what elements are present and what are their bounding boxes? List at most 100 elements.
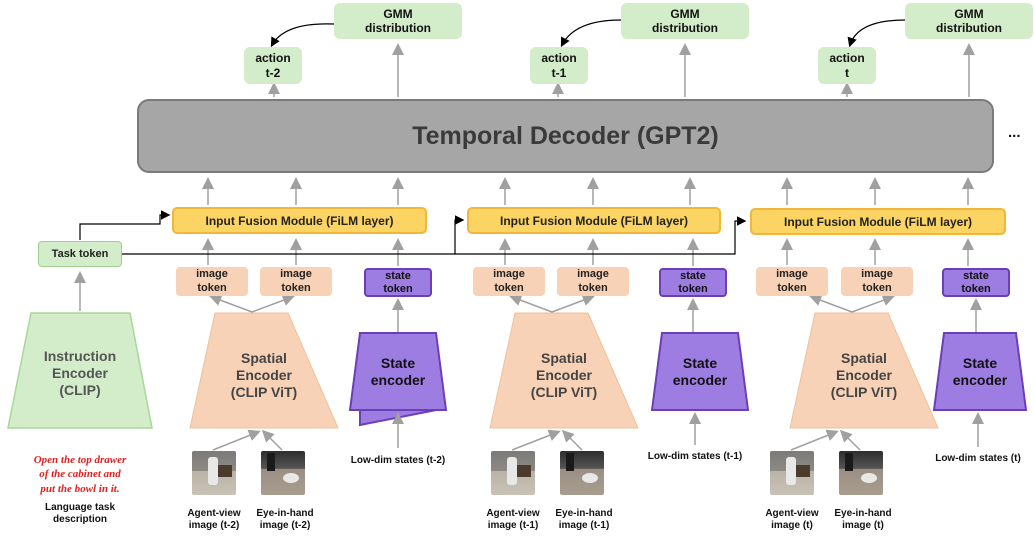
eye-in-hand-label-t-1: Eye-in-hand image (t-1) xyxy=(547,508,621,531)
image-token-3b: image token xyxy=(841,267,913,296)
gmm-distribution-box-1: GMM distribution xyxy=(334,3,462,39)
image-token-line1: image xyxy=(577,268,609,281)
gmm-line2: distribution xyxy=(365,21,431,35)
eye-in-hand-line2: image (t-2) xyxy=(259,519,311,531)
agent-view-label-t-1: Agent-view image (t-1) xyxy=(479,508,547,531)
image-token-2a: image token xyxy=(473,267,545,296)
instruction-text-line2: of the cabinet and xyxy=(39,468,121,481)
action-line1: action xyxy=(541,51,577,66)
instruction-text: Open the top drawer of the cabinet and p… xyxy=(20,453,140,496)
spatial-encoder-line3: (CLIP ViT) xyxy=(830,383,898,400)
lowdim-label-t-2: Low-dim states (t-2) xyxy=(350,455,446,466)
action-line2: t-2 xyxy=(265,65,281,80)
action-box-t: action t xyxy=(818,47,876,84)
image-token-line1: image xyxy=(493,268,525,281)
spatial-encoder-line2: Encoder xyxy=(235,366,292,383)
agent-view-line1: Agent-view xyxy=(187,508,241,519)
action-line2: t-1 xyxy=(551,65,567,80)
action-box-t-1: action t-1 xyxy=(530,47,588,84)
lowdim-label-t: Low-dim states (t) xyxy=(935,453,1021,464)
eye-in-hand-label-t-2: Eye-in-hand image (t-2) xyxy=(248,508,322,531)
state-encoder-shape-3 xyxy=(932,332,1028,411)
spatial-encoder-line3: (CLIP ViT) xyxy=(530,383,598,400)
spatial-encoder-line1: Spatial xyxy=(241,350,287,366)
lowdim-label-t-1: Low-dim states (t-1) xyxy=(647,451,743,462)
eye-in-hand-image-t-2 xyxy=(261,451,305,495)
state-token-line2: token xyxy=(678,282,708,295)
gmm-line2: distribution xyxy=(652,21,718,35)
gmm-line1: GMM xyxy=(954,6,984,21)
state-encoder-line2: encoder xyxy=(370,371,426,388)
image-token-line1: image xyxy=(861,268,893,281)
action-line1: action xyxy=(829,51,865,66)
input-fusion-module-3: Input Fusion Module (FiLM layer) xyxy=(750,208,1006,235)
state-token-3: state token xyxy=(942,268,1010,297)
image-token-line2: token xyxy=(777,281,807,294)
image-token-line2: token xyxy=(281,281,311,294)
instruction-encoder-label: Instruction Encoder (CLIP) xyxy=(8,348,152,398)
eye-in-hand-line1: Eye-in-hand xyxy=(555,508,613,519)
gmm-line1: GMM xyxy=(383,6,413,21)
state-encoder-line2: encoder xyxy=(952,371,1008,388)
agent-view-line2: image (t-2) xyxy=(188,519,240,531)
state-token-2: state token xyxy=(659,268,727,297)
state-token-line2: token xyxy=(383,282,413,295)
input-fusion-module-1: Input Fusion Module (FiLM layer) xyxy=(172,207,427,234)
state-encoder-shape-2 xyxy=(650,332,750,411)
language-task-label: Language task description xyxy=(30,502,130,525)
image-token-3a: image token xyxy=(756,267,828,296)
agent-view-image-t-2 xyxy=(192,451,236,495)
fusion-label: Input Fusion Module (FiLM layer) xyxy=(500,213,688,228)
state-encoder-line2: encoder xyxy=(672,371,728,388)
state-token-1: state token xyxy=(364,268,432,297)
image-token-line1: image xyxy=(280,268,312,281)
state-token-line1: state xyxy=(680,269,706,282)
agent-view-line1: Agent-view xyxy=(765,508,819,519)
state-encoder-line1: State xyxy=(682,355,718,371)
image-token-line2: token xyxy=(578,281,608,294)
eye-in-hand-line2: image (t-1) xyxy=(558,519,610,531)
eye-in-hand-line1: Eye-in-hand xyxy=(834,508,892,519)
image-token-1a: image token xyxy=(176,267,248,296)
gmm-line1: GMM xyxy=(670,6,700,21)
gmm-distribution-box-2: GMM distribution xyxy=(621,3,749,39)
action-line2: t xyxy=(845,65,849,80)
image-token-line1: image xyxy=(776,268,808,281)
task-token-label: Task token xyxy=(51,248,109,260)
image-token-1b: image token xyxy=(260,267,332,296)
action-box-t-2: action t-2 xyxy=(244,47,302,84)
eye-in-hand-line2: image (t) xyxy=(842,519,884,531)
fusion-label: Input Fusion Module (FiLM layer) xyxy=(205,213,394,228)
spatial-encoder-line1: Spatial xyxy=(841,350,887,366)
fusion-label: Input Fusion Module (FiLM layer) xyxy=(784,214,972,229)
agent-view-line2: image (t-1) xyxy=(487,519,539,531)
temporal-decoder-label: Temporal Decoder (GPT2) xyxy=(412,121,719,150)
image-token-line1: image xyxy=(196,268,228,281)
instruction-encoder-line1: Instruction xyxy=(43,348,117,364)
instruction-text-line3: put the bowl in it. xyxy=(40,482,120,495)
instruction-encoder-line2: Encoder xyxy=(51,364,108,381)
instruction-encoder-line3: (CLIP) xyxy=(59,381,101,398)
image-token-line2: token xyxy=(494,281,524,294)
spatial-encoder-line3: (CLIP ViT) xyxy=(230,383,298,400)
instruction-text-line1: Open the top drawer xyxy=(33,454,127,466)
spatial-encoder-label-2: Spatial Encoder (CLIP ViT) xyxy=(490,350,638,400)
spatial-encoder-shape-2 xyxy=(489,312,639,429)
spatial-encoder-line2: Encoder xyxy=(835,366,892,383)
eye-in-hand-line1: Eye-in-hand xyxy=(256,508,314,519)
agent-view-image-t-1 xyxy=(491,451,535,495)
spatial-encoder-line1: Spatial xyxy=(541,350,587,366)
state-encoder-label-1: State encoder xyxy=(350,355,446,389)
spatial-encoder-label-3: Spatial Encoder (CLIP ViT) xyxy=(790,350,938,400)
state-encoder-label-3: State encoder xyxy=(934,355,1026,389)
eye-in-hand-label-t: Eye-in-hand image (t) xyxy=(826,508,900,531)
agent-view-line2: image (t) xyxy=(771,519,813,531)
spatial-encoder-shape-3 xyxy=(789,312,939,429)
gmm-line2: distribution xyxy=(936,21,1002,35)
language-task-line1: Language task xyxy=(44,502,116,513)
agent-view-label-t: Agent-view image (t) xyxy=(758,508,826,531)
state-encoder-shape-1b xyxy=(348,332,448,411)
task-token: Task token xyxy=(38,241,122,267)
